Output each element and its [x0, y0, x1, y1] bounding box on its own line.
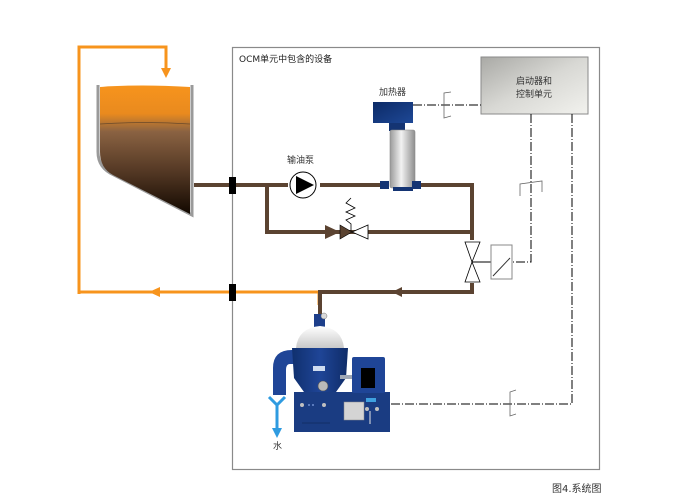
control-unit-label-2: 控制单元 [516, 88, 552, 100]
water-label: 水 [273, 440, 282, 452]
pump-label: 输油泵 [287, 154, 314, 166]
ocm-frame-title: OCM单元中包含的设备 [239, 53, 332, 65]
frame-connector-bottom [229, 284, 236, 301]
frame-connector-top [229, 177, 236, 194]
bypass-arrow-icon [325, 225, 340, 239]
pressure-relief-valve [339, 197, 369, 240]
pump-icon [296, 176, 314, 194]
heater-label: 加热器 [379, 86, 406, 98]
water-arrow-icon [272, 428, 282, 438]
cable-break-icons [443, 91, 543, 417]
feed-pump: 输油泵 [287, 154, 317, 199]
water-outlet: 水 [267, 395, 287, 452]
signal-lines [385, 104, 573, 405]
settling-tank [96, 85, 194, 218]
figure-caption: 图4.系统图 [552, 482, 602, 495]
ocm-unit-frame: OCM单元中包含的设备 [231, 46, 601, 471]
three-way-valve [464, 241, 513, 283]
return-flow-arrow-icon [392, 287, 402, 297]
arrow-into-tank-icon [161, 68, 171, 78]
valve-actuator [490, 244, 513, 280]
control-unit: 启动器和 控制单元 [480, 56, 589, 115]
separator [273, 312, 390, 432]
heater: 加热器 [373, 86, 421, 191]
clean-oil-return-arrow-icon [149, 287, 160, 297]
control-unit-label-1: 启动器和 [516, 75, 552, 87]
